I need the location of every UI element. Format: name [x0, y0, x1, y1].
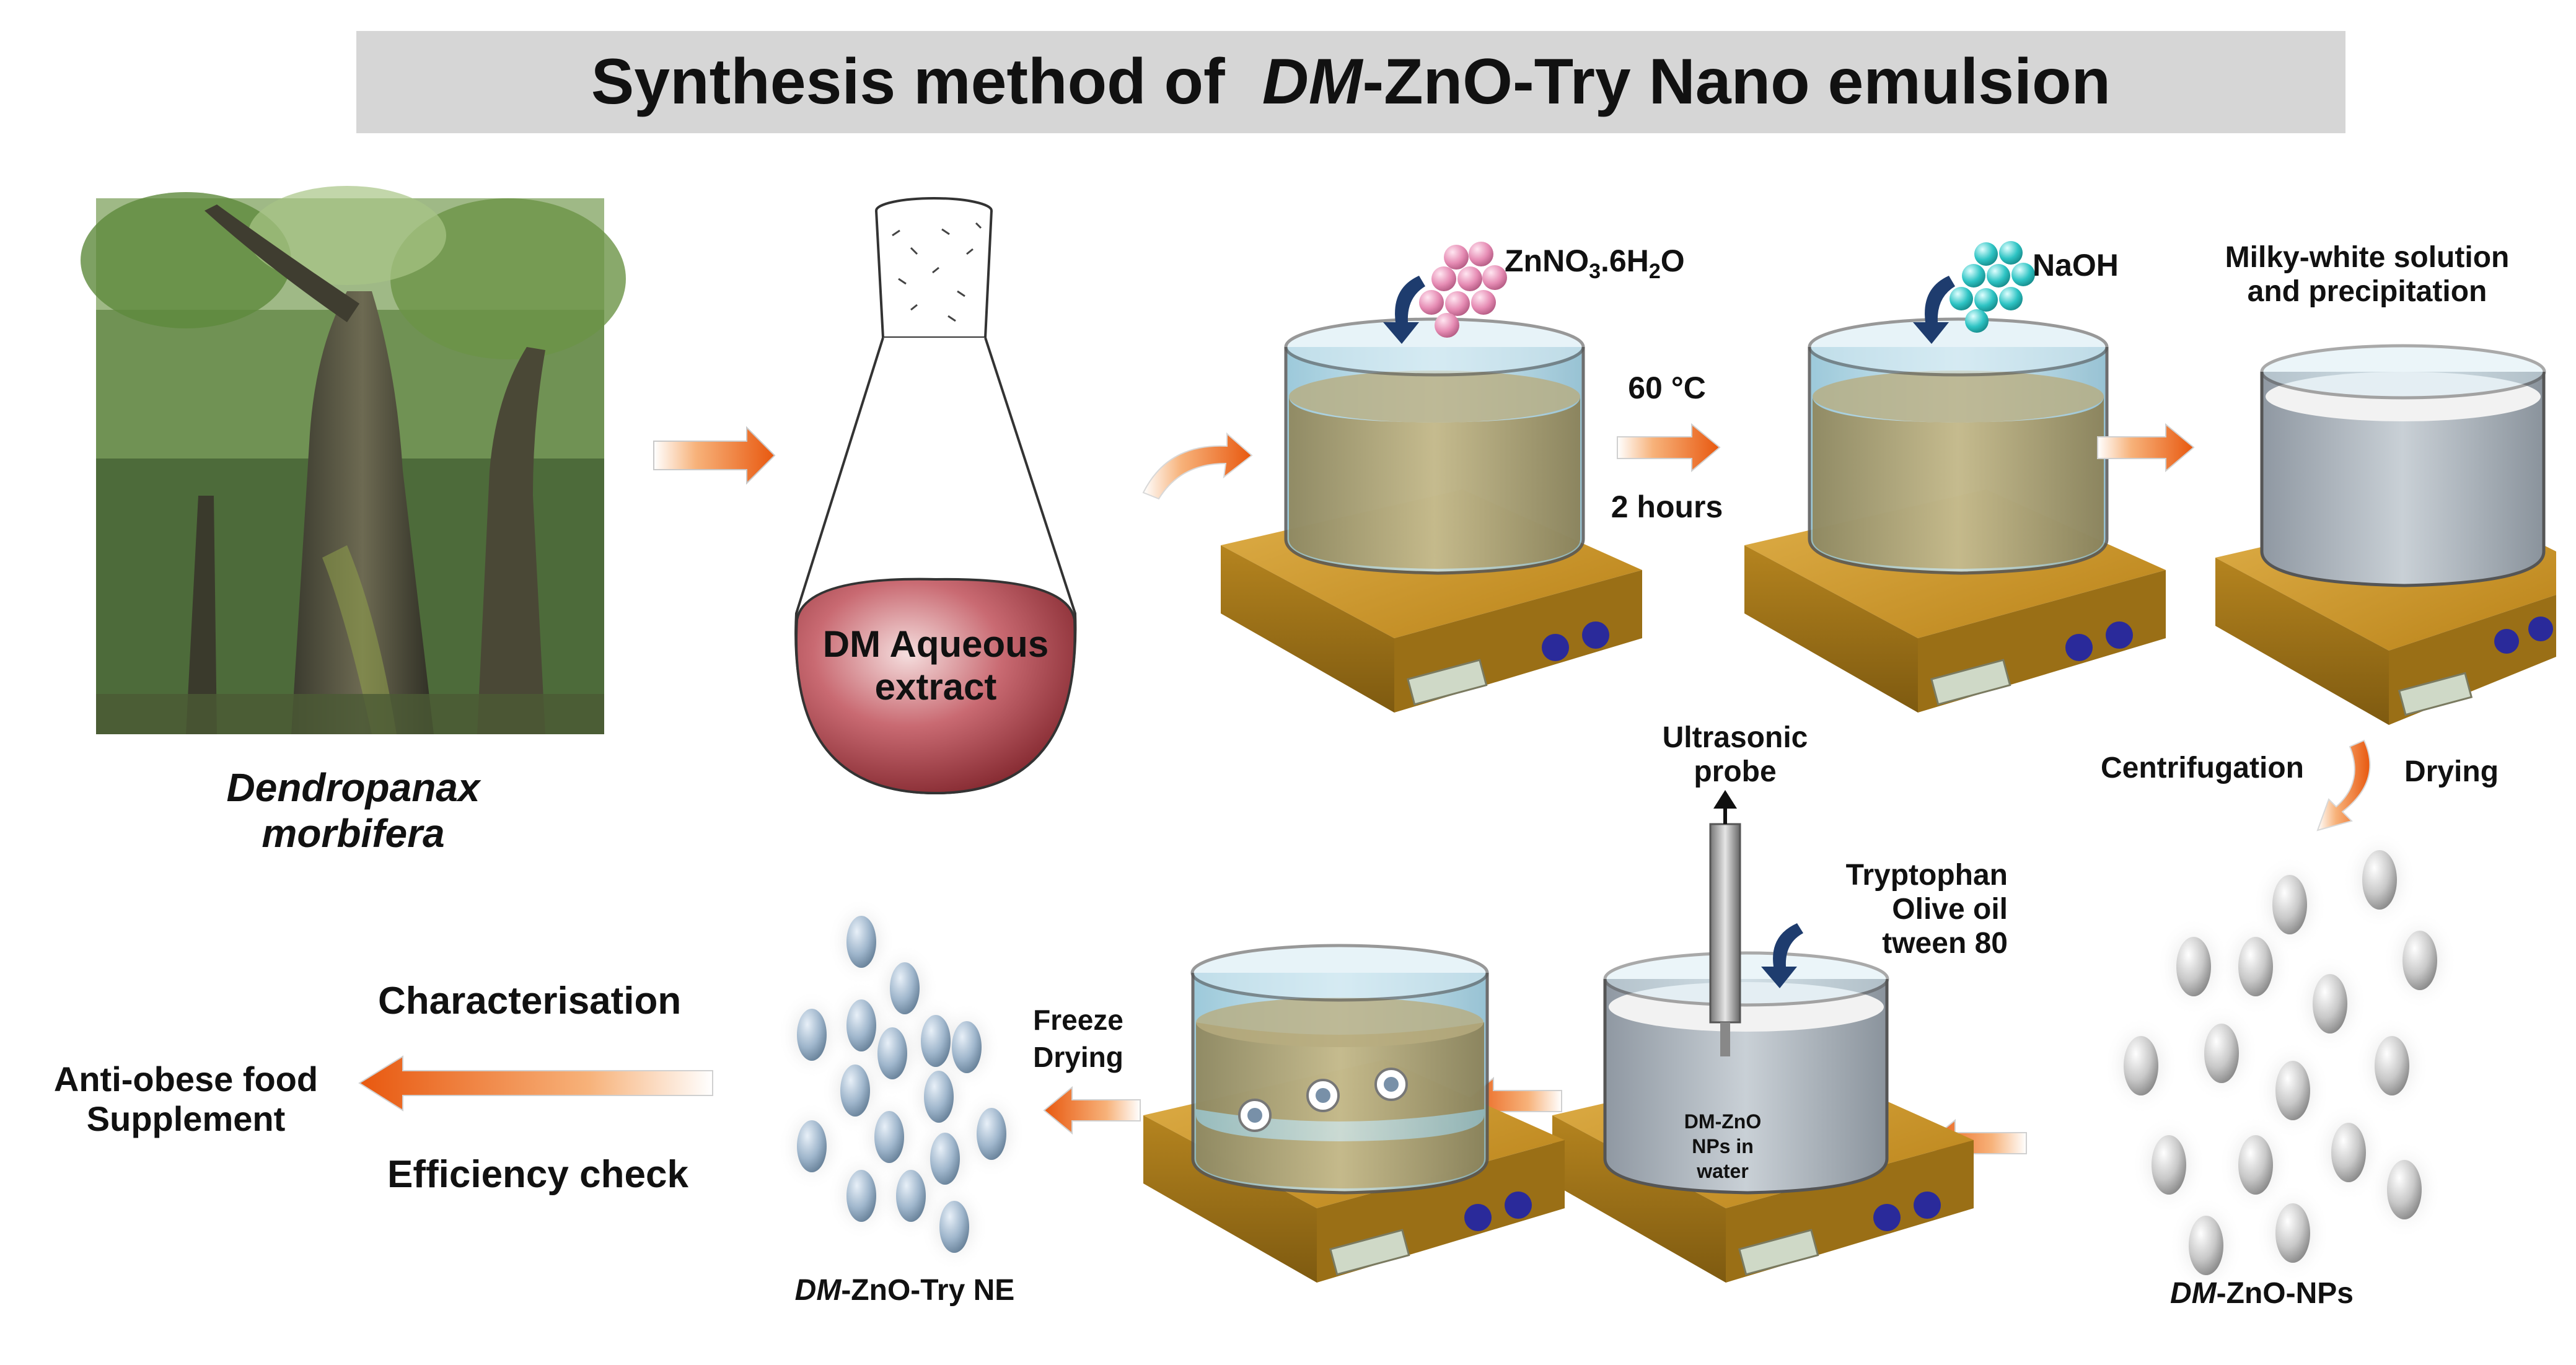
ultrasonic-probe: [1709, 790, 1741, 1056]
hotplate-beaker-zinc: [1221, 317, 1642, 713]
ultrasonic-label: Ultrasonic probe: [1662, 721, 1808, 789]
hotplate-beaker-milky: [2215, 344, 2556, 725]
plant-name-line2: morbifera: [262, 810, 445, 856]
curved-arrow-to-beaker: [1142, 432, 1253, 500]
zno-nanoparticles: [2104, 830, 2457, 1295]
application-label: Anti-obese food Supplement: [53, 1060, 319, 1139]
curved-arrow-centrifugation: [2316, 739, 2371, 832]
efficiency-label: Efficiency check: [387, 1153, 688, 1196]
title-suffix: -ZnO-Try Nano emulsion: [1362, 46, 2111, 118]
zinc-nitrate-label: ZnNO3.6H2O: [1505, 244, 1685, 283]
temperature-label: 60 °C: [1628, 371, 1706, 405]
hotplate-beaker-sonication: [1552, 951, 1974, 1283]
title-italic: DM: [1262, 46, 1363, 118]
naoh-label: NaOH: [2033, 248, 2119, 283]
drying-label: Drying: [2404, 755, 2499, 788]
tree-photo: [81, 186, 626, 734]
sonication-beaker-label: DM-ZnO NPs in water: [1684, 1110, 1762, 1182]
flask-label: DM Aqueous extract: [806, 623, 1066, 708]
tryptophan-add-arrow: [1761, 923, 1803, 988]
hotplate-beaker-emulsion: [1143, 944, 1565, 1283]
page-title: Synthesis method of DM -ZnO-Try Nano emu…: [356, 31, 2345, 133]
flask-label-line1: DM Aqueous: [822, 623, 1049, 665]
nanoemulsion-caption: DM-ZnO-Try NE: [794, 1274, 1015, 1307]
naoh-add-arrow: [1913, 276, 1955, 344]
reagents-label: Tryptophan Olive oil tween 80: [1845, 859, 2008, 960]
duration-label: 2 hours: [1611, 489, 1723, 524]
arrow-to-application: [358, 1055, 713, 1112]
arrow-heating: [1617, 423, 1721, 473]
centrifugation-label: Centrifugation: [2101, 752, 2304, 784]
arrow-to-milky: [2097, 423, 2195, 473]
arrow-to-nanoemulsion: [1043, 1086, 1141, 1135]
characterisation-label: Characterisation: [378, 980, 682, 1022]
flask-label-line2: extract: [874, 666, 997, 708]
plant-name: Dendropanax morbifera: [192, 765, 514, 856]
hotplate-beaker-naoh: [1744, 317, 2166, 713]
plant-name-line1: Dendropanax: [226, 765, 480, 810]
arrow-to-flask: [653, 426, 776, 485]
zinc-nitrate-molecules: [1419, 242, 1507, 338]
naoh-molecules: [1950, 241, 2035, 333]
erlenmeyer-flask: [794, 197, 1077, 795]
title-prefix: Synthesis method of: [591, 46, 1225, 118]
nanoparticles-caption: DM-ZnO-NPs: [2170, 1277, 2354, 1310]
freeze-drying-label: Freeze Drying: [1033, 1004, 1123, 1073]
nanoemulsion-particles: [778, 897, 1026, 1271]
milky-label: Milky-white solution and precipitation: [2225, 241, 2510, 309]
zinc-add-arrow: [1383, 276, 1425, 344]
